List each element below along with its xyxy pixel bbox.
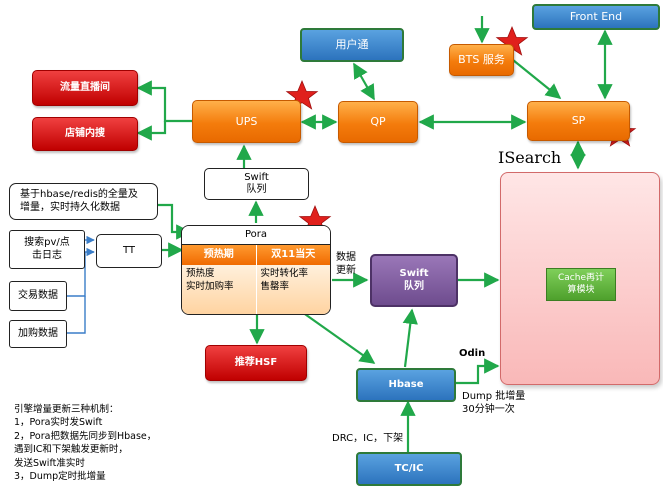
hbase-node: Hbase xyxy=(356,368,456,402)
tt-label: TT xyxy=(122,244,136,256)
live-room-node: 流量直播间 xyxy=(32,70,138,106)
qp-label: QP xyxy=(370,115,386,129)
arrow-qp-user-center xyxy=(353,62,375,101)
arrow-ups-to-shop-search xyxy=(136,121,167,141)
shop-search-node: 店铺内搜 xyxy=(32,117,138,151)
dump-batch-line-1: Dump 批增量 xyxy=(462,391,526,402)
hbase-redis-line-1: 基于hbase/redis的全量及 xyxy=(20,189,138,200)
ups-node: UPS xyxy=(192,100,301,143)
user-center-node: 用户通 xyxy=(300,28,404,62)
cache-module-line-1: Cache再计 xyxy=(558,273,604,283)
pora-body-row: 预热度 实时加购率 实时转化率 售罄率 xyxy=(182,265,330,314)
recommend-hsf-label: 推荐HSF xyxy=(234,356,278,368)
arrow-pora-to-hbase xyxy=(301,311,376,364)
log-source-connectors xyxy=(67,235,95,334)
sp-label: SP xyxy=(571,114,586,128)
connector-arrows xyxy=(136,16,613,452)
dump-batch-line-2: 30分钟一次 xyxy=(462,403,515,415)
isearch-label: ISearch xyxy=(498,148,562,167)
qp-node: QP xyxy=(338,101,418,143)
cache-module: Cache再计 算模块 xyxy=(546,268,616,301)
shop-search-label: 店铺内搜 xyxy=(65,127,105,139)
sp-node: SP xyxy=(527,101,630,141)
bts-service-label: BTS 服务 xyxy=(458,53,505,67)
hbase-redis-data-node: 基于hbase/redis的全量及 增量，实时持久化数据 xyxy=(9,183,158,220)
swift-purple-line-2: 队列 xyxy=(404,280,424,292)
pora-preheat-metric-2: 实时加购率 xyxy=(186,281,234,293)
notes-line-4: 遇到IC和下架触发更新时， xyxy=(14,444,128,456)
notes-line-1: 引擎增量更新三种机制： xyxy=(14,404,119,415)
front-end-node: Front End xyxy=(532,4,660,30)
arrow-hbase-to-swift xyxy=(402,308,418,368)
notes-line-6: 3，Dump定时批增量 xyxy=(14,471,106,483)
pora-preheat-body: 预热度 实时加购率 xyxy=(182,265,256,314)
pora-double11-metric-2: 售罄率 xyxy=(260,281,290,293)
pora-double11-body: 实时转化率 售罄率 xyxy=(255,265,330,314)
trade-data-node: 交易数据 xyxy=(9,281,67,311)
cache-module-line-2: 算模块 xyxy=(567,284,595,295)
odin-label: Odin xyxy=(459,348,486,359)
swift-queue-purple-node: Swift 队列 xyxy=(370,254,458,307)
notes-line-3: 2，Pora把数据先同步到Hbase， xyxy=(14,430,157,442)
search-pv-log-line-2: 击日志 xyxy=(32,249,62,261)
cart-data-label: 加购数据 xyxy=(18,327,58,339)
search-pv-log-line-1: 搜索pv/点 xyxy=(24,237,70,248)
pora-double11-metric-1: 实时转化率 xyxy=(260,268,309,279)
arrow-bts-sp xyxy=(512,59,562,99)
user-center-label: 用户通 xyxy=(335,38,369,52)
pora-node: Pora 预热期 双11当天 预热度 实时加购率 实时转化率 售罄率 xyxy=(181,225,331,315)
tcic-node: TC/IC xyxy=(356,452,462,486)
data-update-label: 数据 更新 xyxy=(336,252,356,277)
dump-batch-label: Dump 批增量 30分钟一次 xyxy=(462,391,525,416)
arrow-cart-to-tt xyxy=(67,296,86,334)
hbase-label: Hbase xyxy=(388,378,424,390)
tt-node: TT xyxy=(96,234,162,268)
drc-ic-label: DRC，IC，下架 xyxy=(332,433,404,444)
arrow-trade-to-tt xyxy=(67,247,95,297)
pora-double11-head: 双11当天 xyxy=(255,245,330,265)
cart-data-node: 加购数据 xyxy=(9,320,67,348)
swift-queue-line-2: 队列 xyxy=(246,184,267,195)
pora-head-row: 预热期 双11当天 xyxy=(182,245,330,265)
arrow-ups-to-live-room xyxy=(136,80,192,123)
swift-queue-line-1: Swift xyxy=(244,171,269,183)
front-end-label: Front End xyxy=(569,10,623,24)
tcic-label: TC/IC xyxy=(394,462,424,474)
pora-preheat-head: 预热期 xyxy=(182,245,256,265)
hbase-redis-line-2: 增量，实时持久化数据 xyxy=(20,201,120,213)
pora-preheat-metric-1: 预热度 xyxy=(186,268,215,279)
notes-line-5: 发送Swift准实时 xyxy=(14,457,85,469)
search-pv-log-node: 搜索pv/点 击日志 xyxy=(9,230,85,269)
star-ups xyxy=(285,79,319,110)
arrow-hbase-to-isearch xyxy=(456,358,500,385)
recommend-hsf-node: 推荐HSF xyxy=(205,345,307,381)
update-mechanism-notes: 引擎增量更新三种机制： 1，Pora实时发Swift 2，Pora把数据先同步到… xyxy=(14,403,156,484)
data-update-line-2: 更新 xyxy=(336,264,356,276)
trade-data-label: 交易数据 xyxy=(18,289,58,301)
live-room-label: 流量直播间 xyxy=(60,81,110,93)
ups-label: UPS xyxy=(235,114,258,128)
notes-line-2: 1，Pora实时发Swift xyxy=(14,417,103,429)
bts-service-node: BTS 服务 xyxy=(449,44,514,76)
swift-purple-line-1: Swift xyxy=(399,268,429,279)
swift-queue-node: Swift 队列 xyxy=(204,168,309,200)
pora-title: Pora xyxy=(182,226,330,245)
data-update-line-1: 数据 xyxy=(336,252,356,263)
